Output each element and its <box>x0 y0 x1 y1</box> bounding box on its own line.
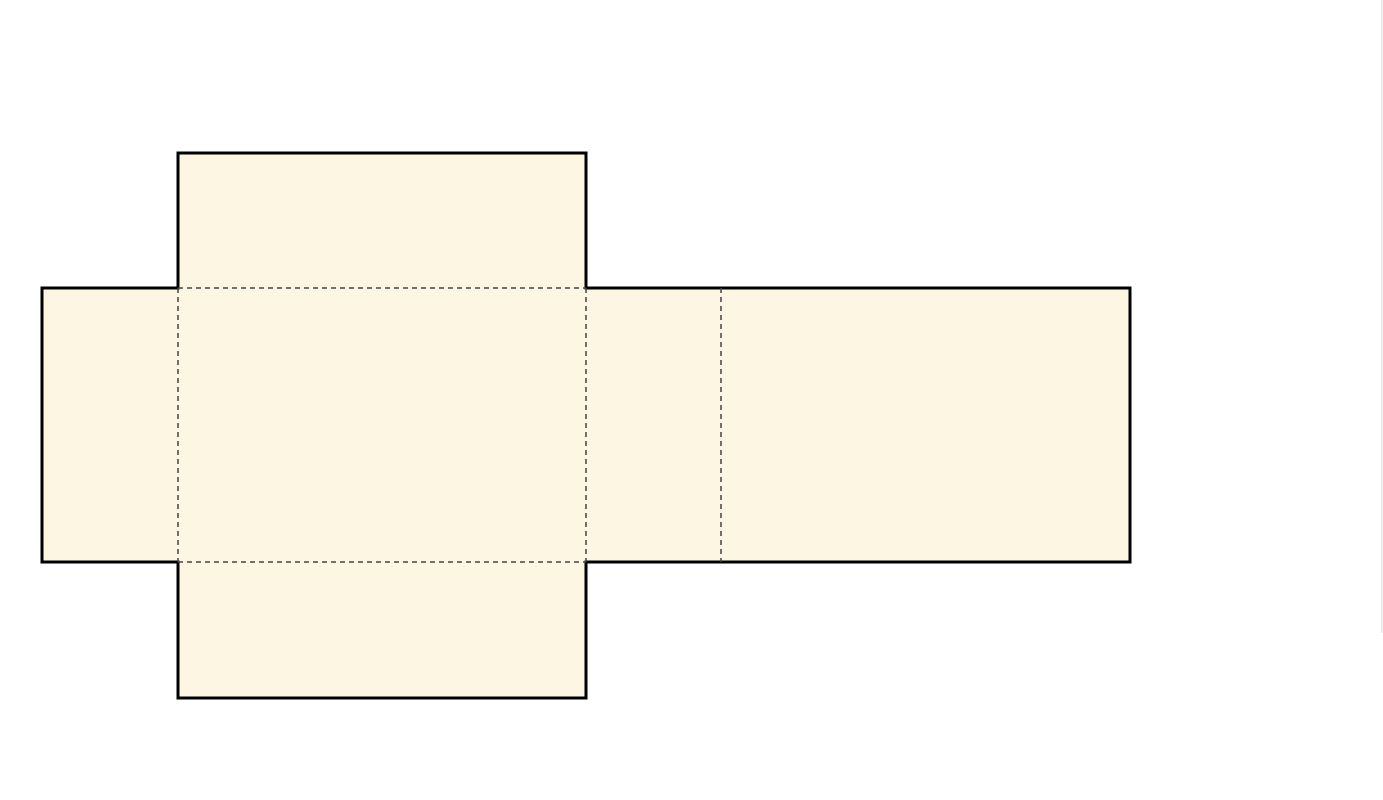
scrollbar-edge <box>1381 0 1383 633</box>
fold-lines <box>177 287 722 563</box>
